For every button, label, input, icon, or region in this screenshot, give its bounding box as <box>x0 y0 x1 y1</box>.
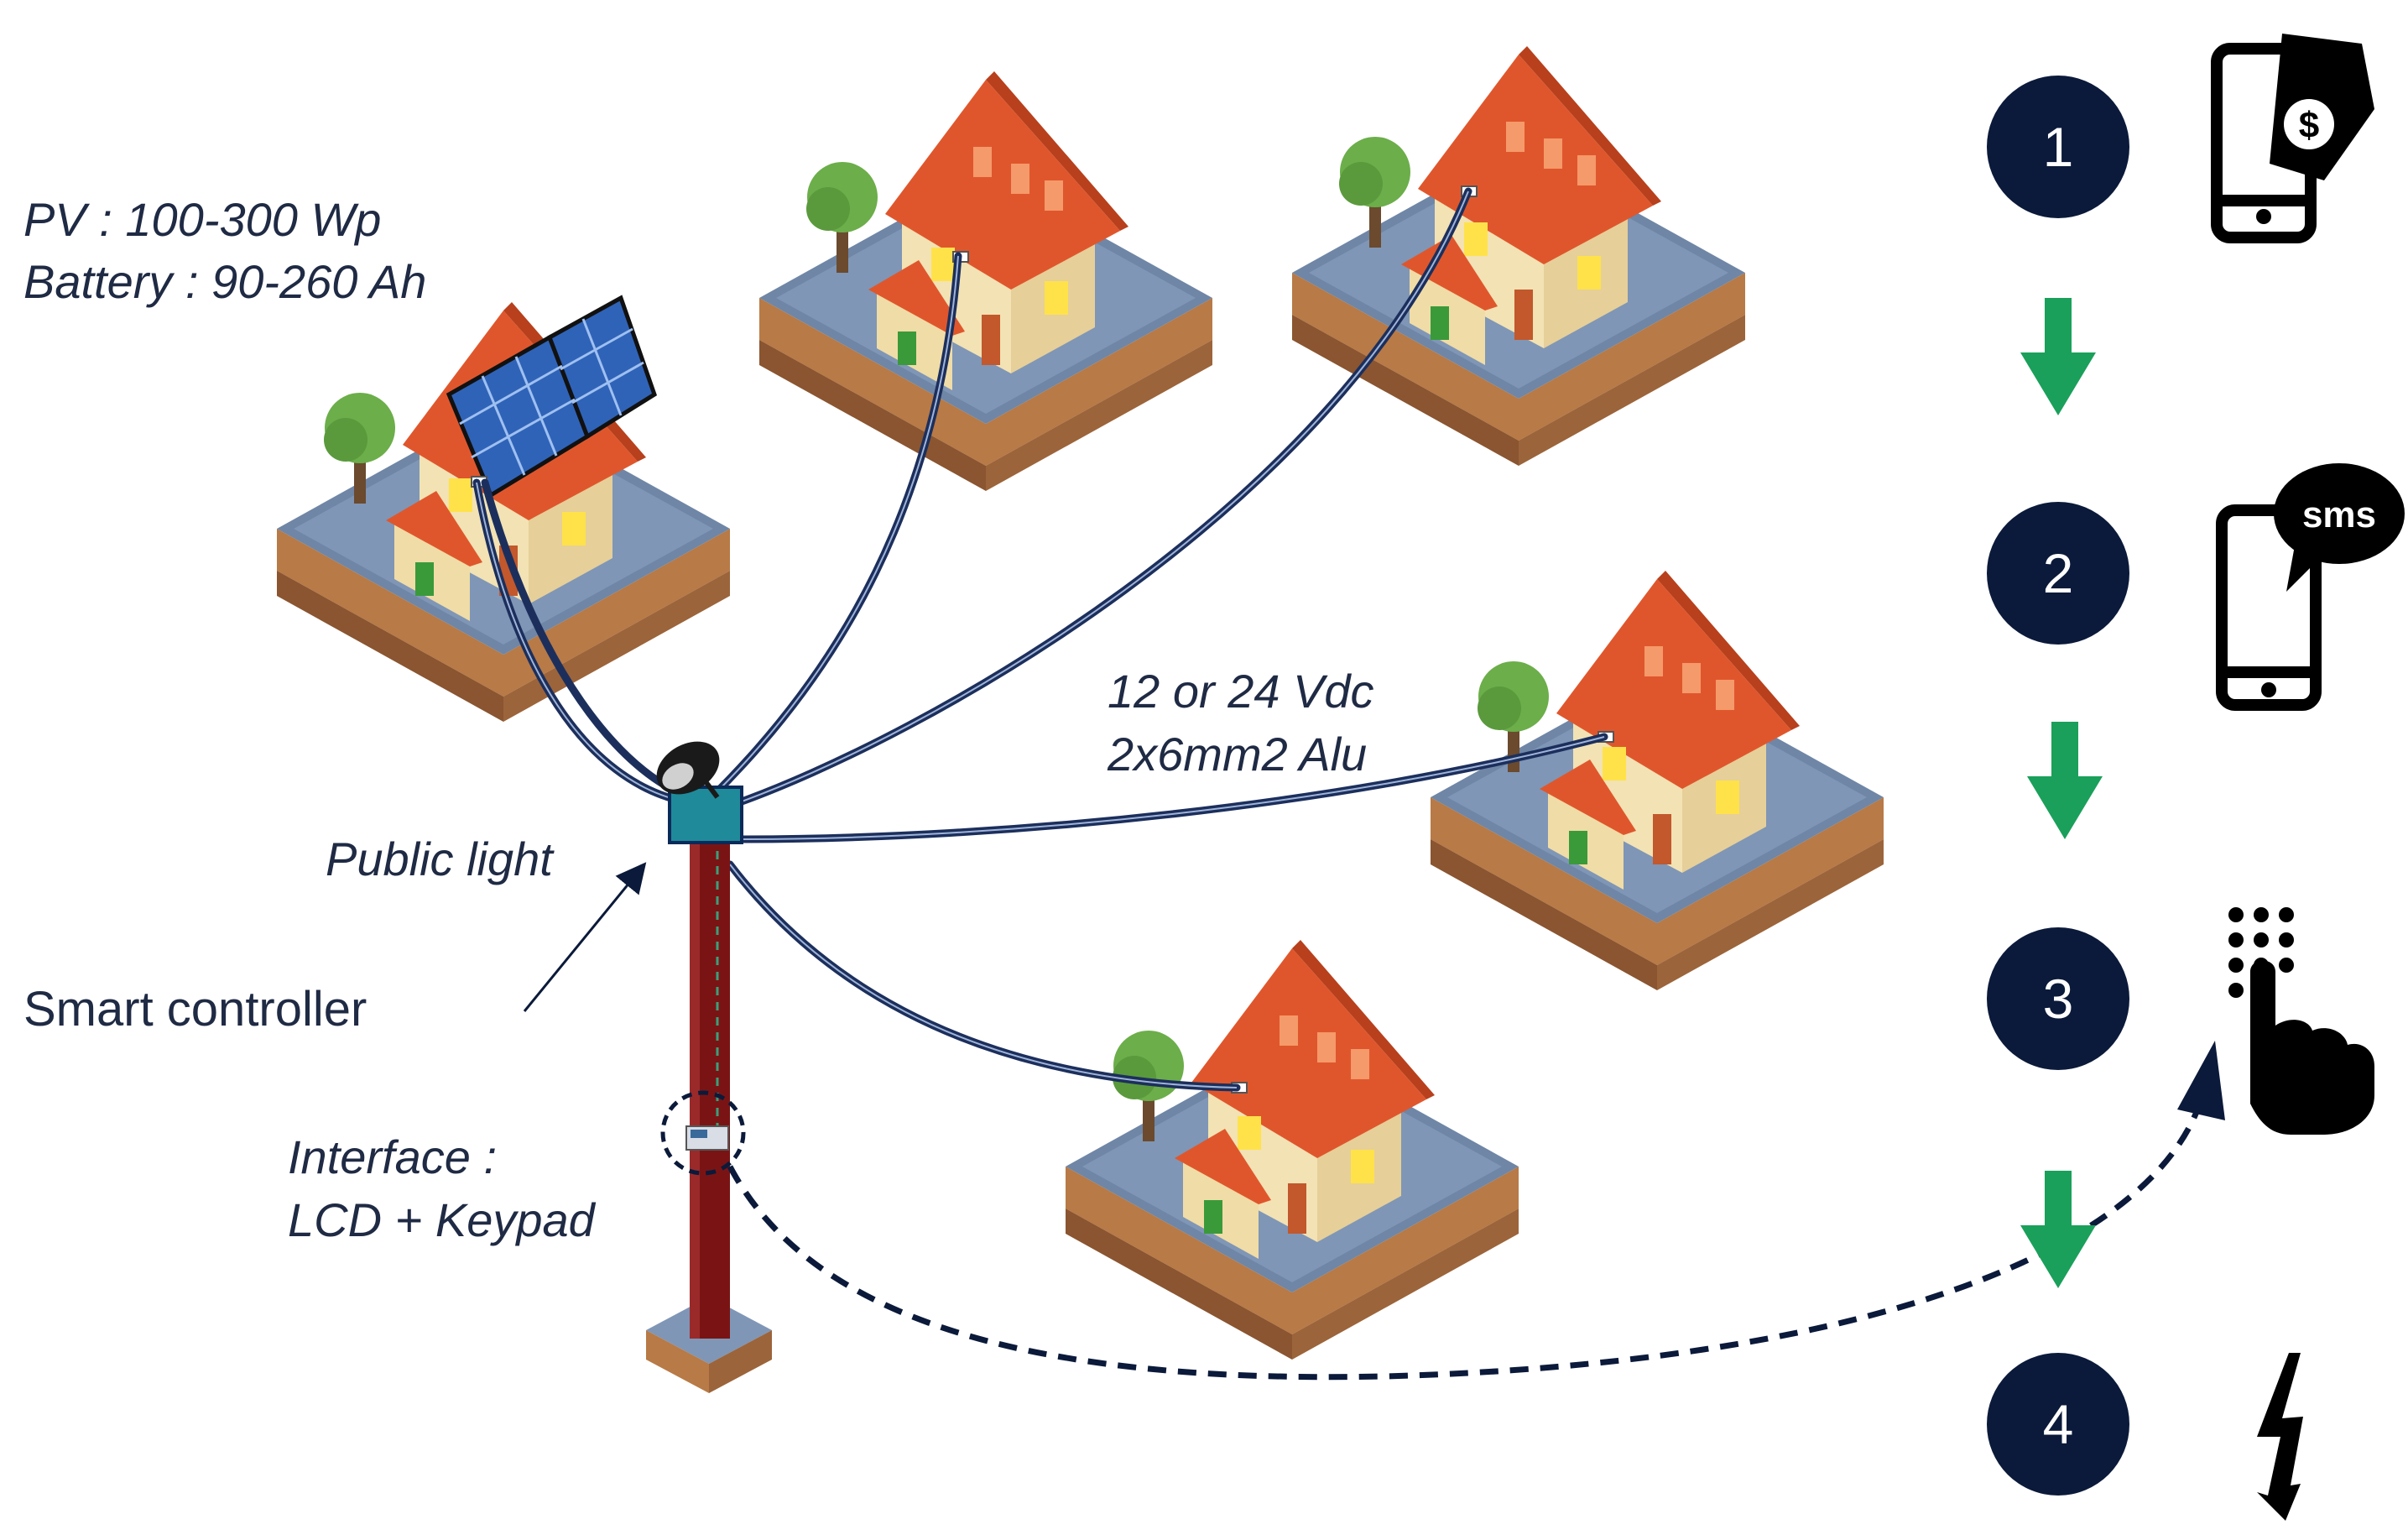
smart-controller-pointer-arrow <box>523 862 647 1012</box>
step-2: 2 <box>1987 502 2129 645</box>
step-number: 3 <box>2043 968 2074 1030</box>
green-down-arrow-icon <box>2020 1171 2096 1288</box>
battery-spec-label: Battery : 90-260 Ah <box>23 255 427 308</box>
pv-spec-label: PV : 100-300 Wp <box>23 193 382 246</box>
house-top-right <box>1292 46 1745 466</box>
interface-label-line1: Interface : <box>288 1130 498 1183</box>
cable-voltage-label: 12 or 24 Vdc <box>1108 665 1374 718</box>
keypad-touch-icon <box>2228 907 2374 1135</box>
interface-to-keypad-dashed-arrow <box>727 1106 2202 1381</box>
smart-controller-label: Smart controller <box>23 982 367 1036</box>
step-number: 4 <box>2043 1393 2074 1455</box>
step-number: 1 <box>2043 116 2074 178</box>
dashed-arrow-head <box>2177 1041 2225 1120</box>
smart-controller-box <box>668 786 743 844</box>
step-number: 2 <box>2043 542 2074 604</box>
step-4: 4 <box>1987 1353 2129 1496</box>
step-1: 1 <box>1987 76 2129 218</box>
house-top-middle <box>759 71 1212 491</box>
house-bottom-middle <box>1066 940 1519 1360</box>
mobile-payment-icon: $ <box>2211 34 2374 243</box>
public-light-label: Public light <box>326 833 553 885</box>
sms-phone-icon: sms <box>2216 463 2405 711</box>
green-down-arrow-icon <box>2020 298 2096 415</box>
public-light-icon <box>656 741 720 799</box>
house-middle-right <box>1431 571 1884 990</box>
green-down-arrow-icon <box>2027 722 2103 839</box>
dollar-icon: $ <box>2299 105 2319 146</box>
cable-spec-label: 2x6mm2 Alu <box>1108 728 1368 780</box>
house-solar <box>277 295 730 722</box>
interface-lcd-keypad <box>685 1125 729 1151</box>
lightning-icon <box>2257 1353 2303 1521</box>
step-3: 3 <box>1987 927 2129 1070</box>
sms-badge-label: sms <box>2302 494 2376 535</box>
interface-label-line2: LCD + Keypad <box>288 1193 595 1246</box>
street-pole <box>646 793 772 1393</box>
interface-highlight-circle <box>660 1090 746 1176</box>
solar-panel-icon <box>446 295 658 499</box>
